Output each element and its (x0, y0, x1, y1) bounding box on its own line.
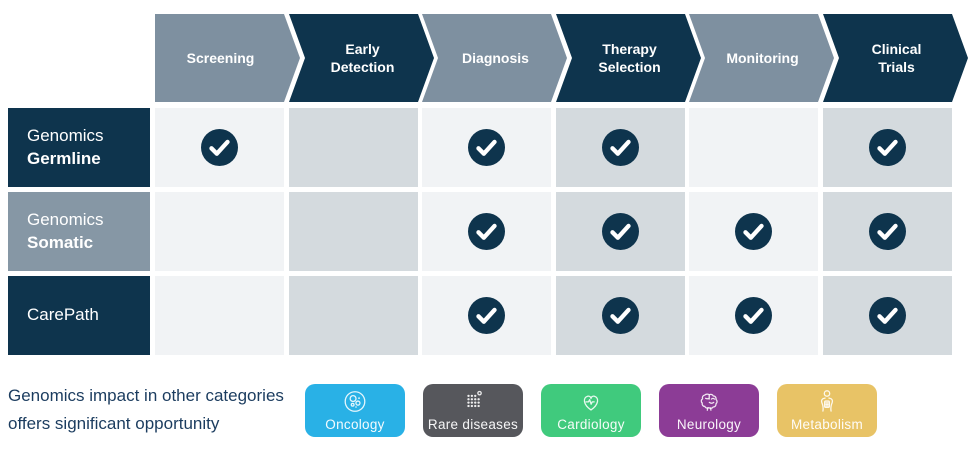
row-label-line: Genomics (27, 209, 104, 229)
matrix-cell (422, 192, 551, 271)
matrix-cell (556, 108, 685, 187)
row-label: CarePath (8, 276, 150, 355)
category-badge-rare-diseases: Rare diseases (423, 384, 523, 437)
category-badge-cardiology: Cardiology (541, 384, 641, 437)
stage-label: Clinical Trials (871, 40, 922, 75)
dot-grid-icon (467, 390, 482, 408)
brain-icon (700, 393, 718, 411)
body-metabolism-icon (820, 390, 834, 412)
stage-label: Monitoring (726, 49, 799, 66)
stage-arrow-therapy-selection: Therapy Selection (556, 14, 701, 102)
oncology-cells-icon (344, 391, 366, 412)
check-icon (468, 297, 505, 334)
row-label-line: Somatic (27, 232, 94, 252)
check-icon (602, 129, 639, 166)
check-icon (869, 213, 906, 250)
stage-label: Screening (186, 49, 255, 66)
check-icon (735, 297, 772, 334)
matrix-cell (155, 108, 284, 187)
matrix-cell (689, 276, 818, 355)
category-label: Neurology (676, 417, 742, 432)
matrix-cell (289, 192, 418, 271)
check-icon (602, 213, 639, 250)
matrix-cell (823, 276, 952, 355)
matrix-cell (422, 108, 551, 187)
footer-note: Genomics impact in other categories offe… (8, 382, 284, 438)
matrix-cell (823, 108, 952, 187)
matrix-cell (155, 276, 284, 355)
check-icon (201, 129, 238, 166)
category-label: Cardiology (557, 417, 625, 432)
footer-note-line2: offers significant opportunity (8, 414, 220, 433)
matrix-cell (689, 192, 818, 271)
row-label-line: CarePath (27, 305, 99, 325)
stage-arrow-early-detection: Early Detection (289, 14, 434, 102)
category-badge-neurology: Neurology (659, 384, 759, 437)
matrix-cell (422, 276, 551, 355)
stage-arrow-clinical-trials: Clinical Trials (823, 14, 968, 102)
check-icon (468, 213, 505, 250)
check-icon (869, 129, 906, 166)
stage-arrow-screening: Screening (155, 14, 300, 102)
stage-label: Diagnosis (462, 49, 529, 66)
stage-arrow-diagnosis: Diagnosis (422, 14, 567, 102)
row-label-line: Germline (27, 148, 101, 168)
check-icon (468, 129, 505, 166)
stage-label: Early Detection (330, 40, 395, 75)
check-icon (735, 213, 772, 250)
category-badge-oncology: Oncology (305, 384, 405, 437)
category-label: Oncology (325, 417, 385, 432)
matrix-cell (556, 276, 685, 355)
category-label: Metabolism (790, 417, 864, 432)
row-label-line: Genomics (27, 125, 104, 145)
table-row: CarePath (0, 276, 976, 355)
stage-arrow-monitoring: Monitoring (689, 14, 834, 102)
heart-ecg-icon (583, 395, 599, 411)
category-badge-metabolism: Metabolism (777, 384, 877, 437)
matrix-cell (289, 276, 418, 355)
matrix-cell (823, 192, 952, 271)
matrix-cell (289, 108, 418, 187)
matrix-cell (689, 108, 818, 187)
matrix-cell (556, 192, 685, 271)
footer-note-line1: Genomics impact in other categories (8, 386, 284, 405)
category-label: Rare diseases (427, 417, 519, 432)
matrix-cell (155, 192, 284, 271)
check-icon (602, 297, 639, 334)
check-icon (869, 297, 906, 334)
stage-label: Therapy Selection (598, 40, 661, 75)
